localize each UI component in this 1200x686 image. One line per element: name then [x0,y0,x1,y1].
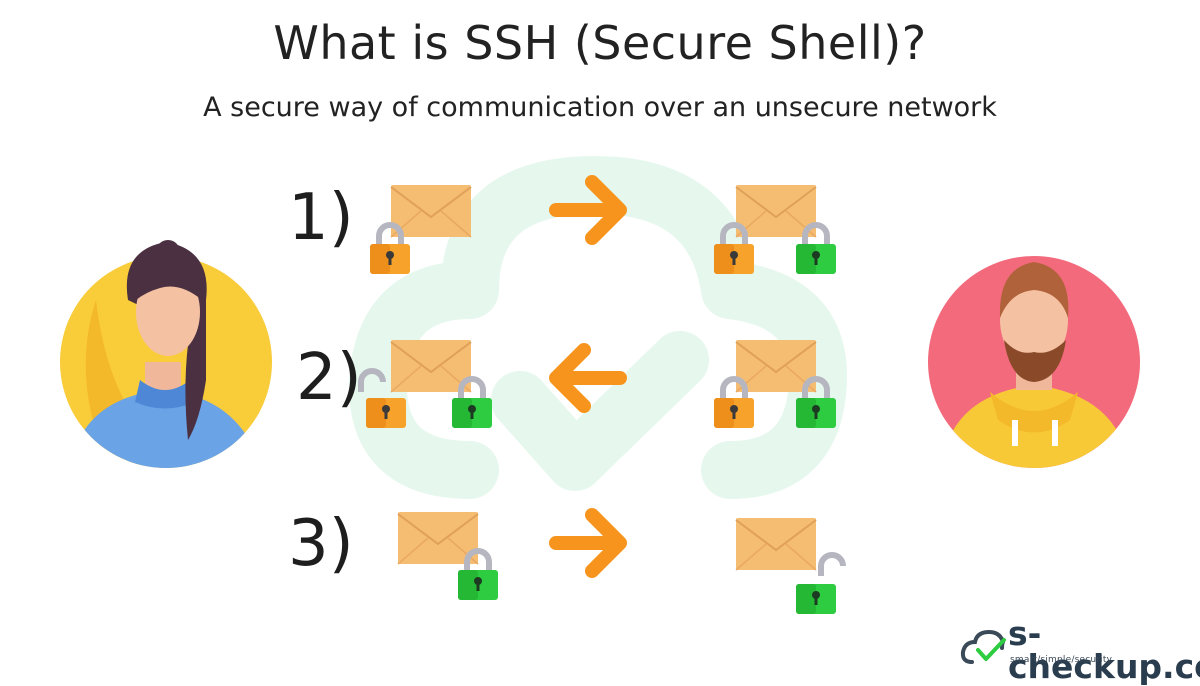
brand-tagline: smart/simple/security [1010,655,1113,665]
envelope-icon [390,184,472,238]
step-2-receiver [714,339,836,428]
arrow-right-icon [556,182,620,238]
step-2-label: 2) [296,341,362,415]
sender-avatar-icon [60,240,272,468]
page-title: What is SSH (Secure Shell)? [273,16,927,70]
receiver-avatar-icon [928,256,1140,468]
brand-cloud-icon [960,629,1006,664]
arrow-left-icon [556,350,620,406]
step-1-receiver [714,184,836,274]
page-subtitle: A secure way of communication over an un… [203,92,997,123]
step-2-sender [361,339,492,428]
step-3-sender [397,511,498,600]
envelope-icon [390,339,472,393]
step-1-sender [370,184,472,274]
arrow-right-icon [556,515,620,571]
brand-name: s-checkup.com [1008,614,1200,686]
step-1-label: 1) [288,181,354,255]
step-3-label: 3) [288,507,354,581]
envelope-icon [735,517,817,571]
step-3-receiver [735,517,843,614]
